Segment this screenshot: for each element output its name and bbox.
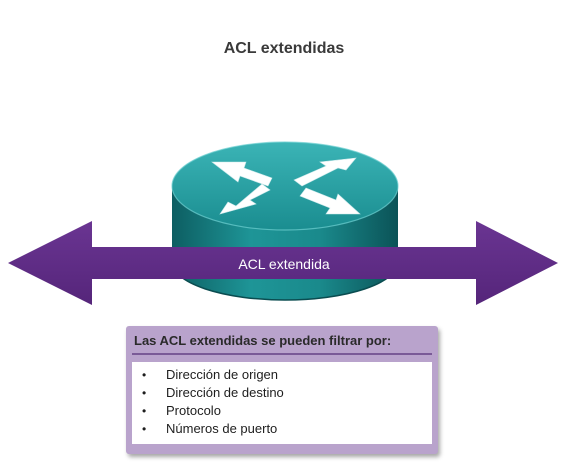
filter-criteria-list: • Dirección de origen • Dirección de desti… <box>132 362 432 438</box>
diagram-title: ACL extendidas <box>223 40 345 57</box>
list-item: • Protocolo <box>132 402 432 420</box>
list-item: • Dirección de destino <box>132 384 432 402</box>
bullet-icon: • <box>142 368 147 382</box>
list-item-text: Protocolo <box>166 403 221 418</box>
double-arrow-shape <box>8 221 558 305</box>
list-item: • Números de puerto <box>132 420 432 438</box>
list-item-text: Dirección de destino <box>166 385 284 400</box>
list-item-text: Dirección de origen <box>166 367 279 382</box>
filter-criteria-header: Las ACL extendidas se pueden filtrar por… <box>134 333 392 348</box>
bullet-icon: • <box>142 386 147 400</box>
arrow-label: ACL extendida <box>238 256 330 272</box>
list-item: • Dirección de origen <box>132 366 432 384</box>
filter-criteria-body: • Dirección de origen • Dirección de desti… <box>132 362 432 444</box>
bullet-icon: • <box>142 422 147 436</box>
header-divider <box>132 353 432 355</box>
list-item-text: Números de puerto <box>166 421 278 436</box>
filter-criteria-box: Las ACL extendidas se pueden filtrar por… <box>126 326 438 454</box>
bullet-icon: • <box>142 404 147 418</box>
